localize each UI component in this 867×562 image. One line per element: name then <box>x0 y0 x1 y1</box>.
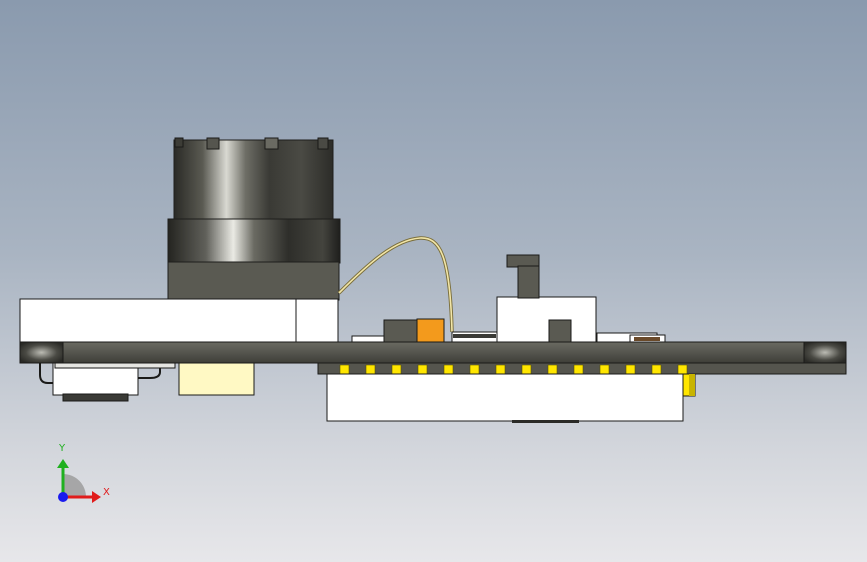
x-axis-arrowhead <box>92 491 101 503</box>
header-pin <box>339 364 350 375</box>
camera-lens-assembly[interactable] <box>167 137 341 301</box>
antenna-cable-highlight <box>338 237 453 333</box>
right-pin-extension-edge <box>689 374 695 396</box>
small-smd[interactable] <box>453 334 496 338</box>
header-pin <box>599 364 610 375</box>
header-pin <box>547 364 558 375</box>
header-strip <box>54 362 176 369</box>
bracket-left <box>138 363 161 379</box>
pcb-body[interactable] <box>19 341 847 364</box>
battery-yellow[interactable] <box>178 362 255 396</box>
antenna-cable[interactable] <box>337 236 454 333</box>
lens-barrel-upper[interactable] <box>173 139 334 221</box>
header-pin <box>625 364 636 375</box>
mount-block-main[interactable] <box>19 298 339 343</box>
y-axis-arrowhead <box>57 459 69 468</box>
mount-post-right[interactable] <box>803 341 847 364</box>
lens-notch <box>317 137 329 150</box>
header-pin <box>417 364 428 375</box>
lens-notch <box>206 137 220 150</box>
header-pin <box>469 364 480 375</box>
connector-dark[interactable] <box>383 319 418 343</box>
switch-button[interactable] <box>548 319 572 343</box>
lens-notch <box>174 137 184 148</box>
mount-post-left[interactable] <box>19 341 64 364</box>
lens-barrel-lower[interactable] <box>167 218 341 264</box>
z-axis-dot <box>58 492 68 502</box>
pcb-board[interactable] <box>19 341 847 364</box>
header-pin <box>365 364 376 375</box>
triad-arc <box>63 474 86 497</box>
pcb-top-components[interactable] <box>351 254 666 343</box>
bracket-left <box>39 363 55 384</box>
usb-connector-base <box>62 393 129 402</box>
header-pin <box>677 364 688 375</box>
y-axis-label: Y <box>59 443 66 454</box>
expansion-module-foot <box>512 420 579 423</box>
pin-row <box>339 364 688 375</box>
lens-base-holder[interactable] <box>167 261 340 301</box>
small-smd[interactable] <box>351 335 385 343</box>
camera-mount-block[interactable] <box>19 298 339 343</box>
x-axis-label: X <box>103 487 110 498</box>
header-pin <box>495 364 506 375</box>
header-pin <box>391 364 402 375</box>
smd-brown <box>634 337 660 341</box>
expansion-module[interactable] <box>326 373 684 422</box>
pcb-underside[interactable] <box>39 362 847 423</box>
switch-actuator-arm[interactable] <box>506 254 540 268</box>
switch-housing[interactable] <box>496 296 597 343</box>
header-pin <box>651 364 662 375</box>
connector-orange[interactable] <box>416 318 445 343</box>
lens-notch <box>264 137 279 150</box>
header-pin <box>573 364 584 375</box>
coordinate-triad <box>57 459 101 503</box>
header-pin <box>443 364 454 375</box>
header-pin <box>521 364 532 375</box>
switch-actuator-stem[interactable] <box>517 265 540 299</box>
